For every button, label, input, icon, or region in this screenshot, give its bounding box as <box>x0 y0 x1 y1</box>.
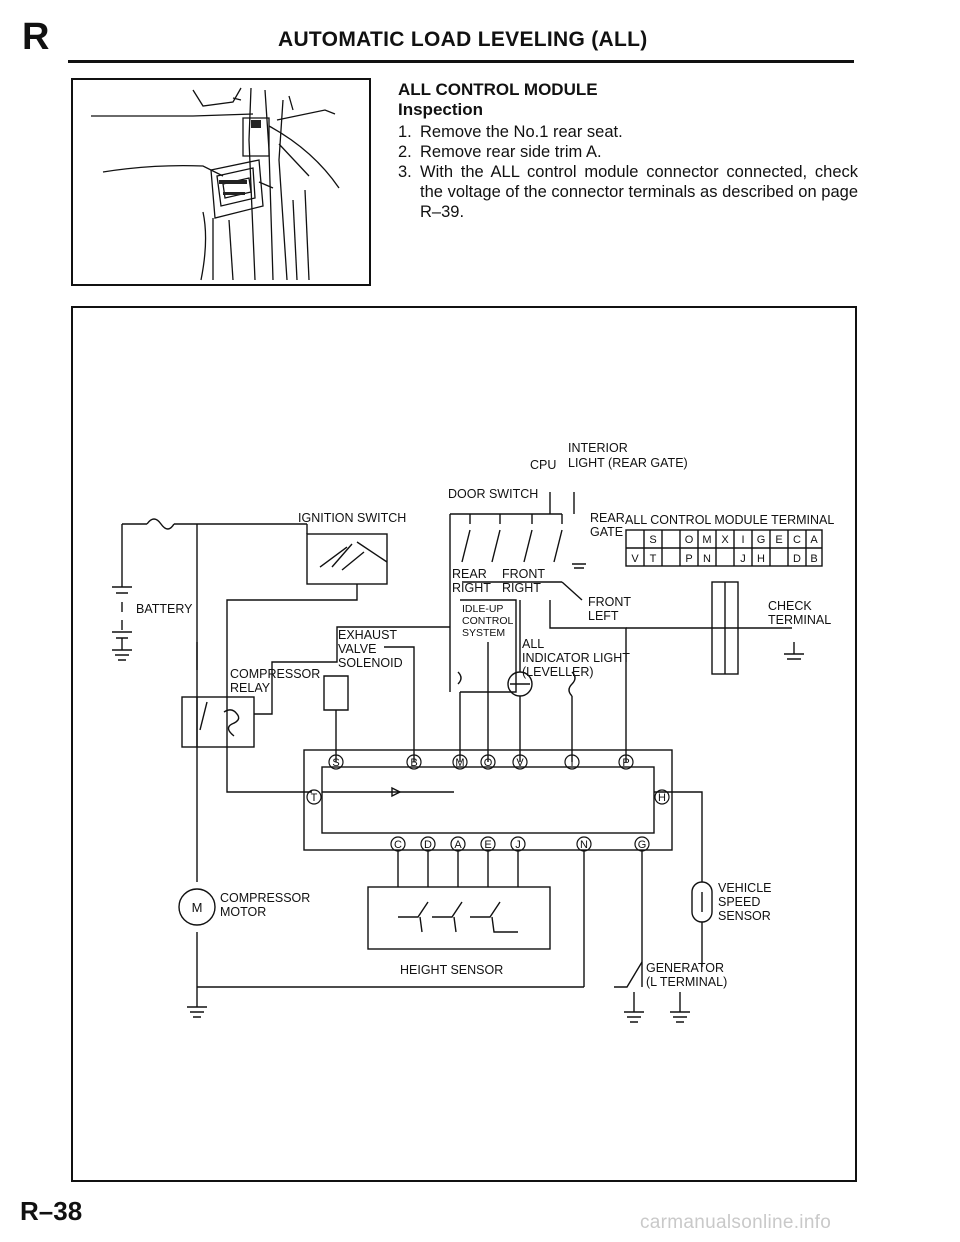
generator-label-2: (L TERMINAL) <box>646 975 727 989</box>
connector-pin: J <box>740 553 746 565</box>
connector-pin: H <box>757 553 765 565</box>
idle-up-label-3: SYSTEM <box>462 627 505 639</box>
step-text: With the ALL control module connector co… <box>420 163 858 221</box>
module-pin: N <box>580 839 588 851</box>
check-terminal-label: CHECK <box>768 599 812 613</box>
exhaust-valve-label-2: VALVE <box>338 642 376 656</box>
connector-pin: A <box>810 534 818 546</box>
connector-pin: C <box>793 534 801 546</box>
section-letter: R <box>22 16 50 58</box>
module-pin: T <box>311 792 318 804</box>
rear-right-label: REAR <box>452 567 487 581</box>
module-pins-bottom: C D A E J N G <box>394 839 646 851</box>
connector-pin: D <box>793 553 801 565</box>
rear-right-label-2: RIGHT <box>452 581 491 595</box>
step-number: 2. <box>398 143 412 161</box>
module-pin: V <box>516 757 524 769</box>
page-title: AUTOMATIC LOAD LEVELING (ALL) <box>278 28 648 51</box>
module-location-drawing <box>91 87 340 281</box>
compressor-relay-label-2: RELAY <box>230 681 271 695</box>
connector-pin: I <box>741 534 744 546</box>
connector-pin: E <box>775 534 782 546</box>
module-pin: C <box>394 839 402 851</box>
idle-up-label-2: CONTROL <box>462 615 513 627</box>
height-sensor-label: HEIGHT SENSOR <box>400 963 503 977</box>
connector-pin: V <box>631 553 639 565</box>
step-item: 1. Remove the No.1 rear seat. <box>398 122 858 142</box>
header-rule <box>68 60 854 63</box>
subsection-heading: Inspection <box>398 100 484 119</box>
ignition-switch-label: IGNITION SWITCH <box>298 511 406 525</box>
module-pin: B <box>410 757 417 769</box>
generator-label: GENERATOR <box>646 961 724 975</box>
compressor-motor-label-2: MOTOR <box>220 905 266 919</box>
compressor-motor-label: COMPRESSOR <box>220 891 310 905</box>
step-item: 2. Remove rear side trim A. <box>398 142 858 162</box>
step-number: 1. <box>398 123 412 141</box>
connector-pin: T <box>650 553 657 565</box>
step-number: 3. <box>398 163 412 181</box>
module-pin: O <box>484 757 493 769</box>
connector-pin: M <box>702 534 711 546</box>
connector-pin: G <box>757 534 766 546</box>
front-left-label: FRONT <box>588 595 631 609</box>
module-pins-side: T H <box>311 792 666 804</box>
module-pin: H <box>658 792 666 804</box>
connector-pin: X <box>721 534 729 546</box>
compressor-relay-label: COMPRESSOR <box>230 667 320 681</box>
wiring-diagram: S O M X I G E C A V T P N J H D B <box>112 441 834 1023</box>
module-pin: J <box>515 839 521 851</box>
module-pin: P <box>622 757 629 769</box>
module-pins-top: S B M O V I P <box>332 757 629 769</box>
connector-pin: O <box>685 534 694 546</box>
step-text: Remove the No.1 rear seat. <box>420 123 623 141</box>
module-pin: D <box>424 839 432 851</box>
section-heading: ALL CONTROL MODULE <box>398 80 598 99</box>
instruction-block: ALL CONTROL MODULE Inspection 1. Remove t… <box>398 80 858 222</box>
rear-gate-label-2: GATE <box>590 525 623 539</box>
diagram-labels: INTERIOR LIGHT (REAR GATE) CPU DOOR SWIT… <box>136 441 834 989</box>
connector-pin: S <box>649 534 656 546</box>
step-text: Remove rear side trim A. <box>420 143 602 161</box>
wiring-diagram-frame: S O M X I G E C A V T P N J H D B <box>71 306 857 1182</box>
interior-light-label-2: LIGHT (REAR GATE) <box>568 456 688 470</box>
motor-symbol: M <box>192 900 203 915</box>
module-terminal-label: ALL CONTROL MODULE TERMINAL <box>625 513 834 527</box>
idle-up-label: IDLE-UP <box>462 603 503 615</box>
steps-list: 1. Remove the No.1 rear seat. 2. Remove re… <box>398 122 858 222</box>
connector-pin: B <box>810 553 817 565</box>
page-number: R–38 <box>20 1196 83 1226</box>
module-pin: S <box>332 757 339 769</box>
connector-pin: N <box>703 553 711 565</box>
vehicle-speed-label-2: SPEED <box>718 895 760 909</box>
cpu-label: CPU <box>530 458 556 472</box>
connector-bottom-row: V T P N J H D B <box>631 553 817 565</box>
step-item: 3. With the ALL control module connector … <box>398 162 858 222</box>
module-pin: M <box>455 757 464 769</box>
exhaust-valve-label: EXHAUST <box>338 628 397 642</box>
indicator-label-2: INDICATOR LIGHT <box>522 651 630 665</box>
watermark: carmanualsonline.info <box>640 1212 832 1233</box>
door-switch-label: DOOR SWITCH <box>448 487 538 501</box>
module-pin: E <box>484 839 491 851</box>
vehicle-speed-label: VEHICLE <box>718 881 772 895</box>
interior-light-label: INTERIOR <box>568 441 628 455</box>
vehicle-speed-label-3: SENSOR <box>718 909 771 923</box>
connector-pin: P <box>685 553 692 565</box>
rear-gate-label: REAR <box>590 511 625 525</box>
front-right-label-2: RIGHT <box>502 581 541 595</box>
front-right-label: FRONT <box>502 567 545 581</box>
module-location-illustration <box>71 78 371 286</box>
battery-label: BATTERY <box>136 602 193 616</box>
indicator-label-3: (LEVELLER) <box>522 665 594 679</box>
module-pin: I <box>570 757 573 769</box>
connector-top-row: S O M X I G E C A <box>649 534 818 546</box>
indicator-label: ALL <box>522 637 544 651</box>
check-terminal-label-2: TERMINAL <box>768 613 831 627</box>
module-pin: A <box>454 839 462 851</box>
module-pin: G <box>638 839 647 851</box>
front-left-label-2: LEFT <box>588 609 619 623</box>
exhaust-valve-label-3: SOLENOID <box>338 656 403 670</box>
